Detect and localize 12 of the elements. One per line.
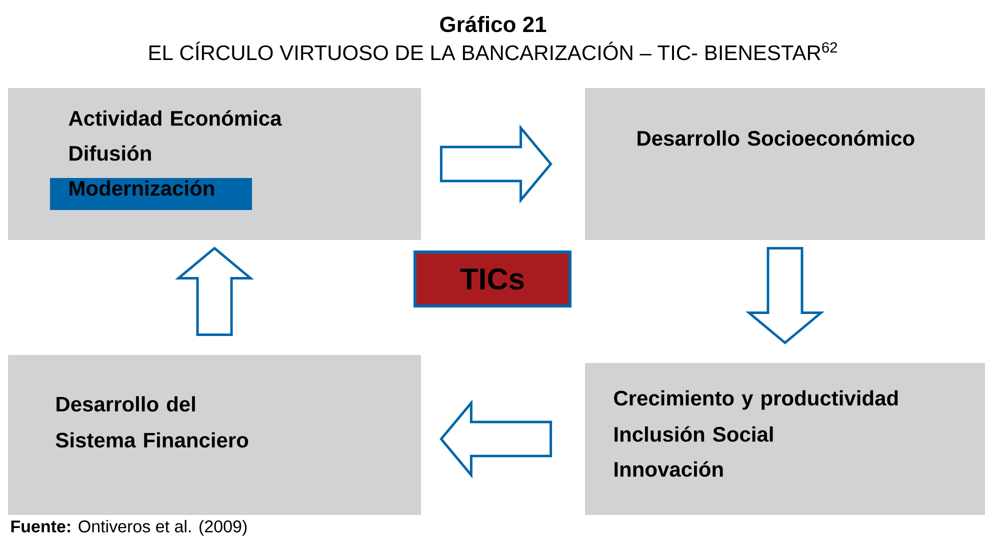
block-arrow [746, 246, 824, 344]
source-note: Fuente: Ontiveros et al. (2009) [11, 520, 247, 536]
block-arrow [175, 246, 254, 336]
label-box: TICs [414, 250, 572, 308]
block-arrow [440, 124, 552, 204]
block-arrow [440, 400, 552, 478]
subheading: EL CÍRCULO VIRTUOSO DE LA BANCARIZACIÓN – TIC- BIENESTAR$^{62}$ [149, 42, 838, 60]
text-box: Desarrollo Socioeconómico [585, 88, 985, 240]
heading: Gráfico 21 [440, 16, 546, 32]
text-box: Actividad Económica Difusión Modernización [8, 88, 421, 240]
text-box: Desarrollo del Sistema Financiero [8, 355, 421, 515]
text-box: Crecimiento y productividad Inclusión Social Innovación [585, 363, 985, 515]
